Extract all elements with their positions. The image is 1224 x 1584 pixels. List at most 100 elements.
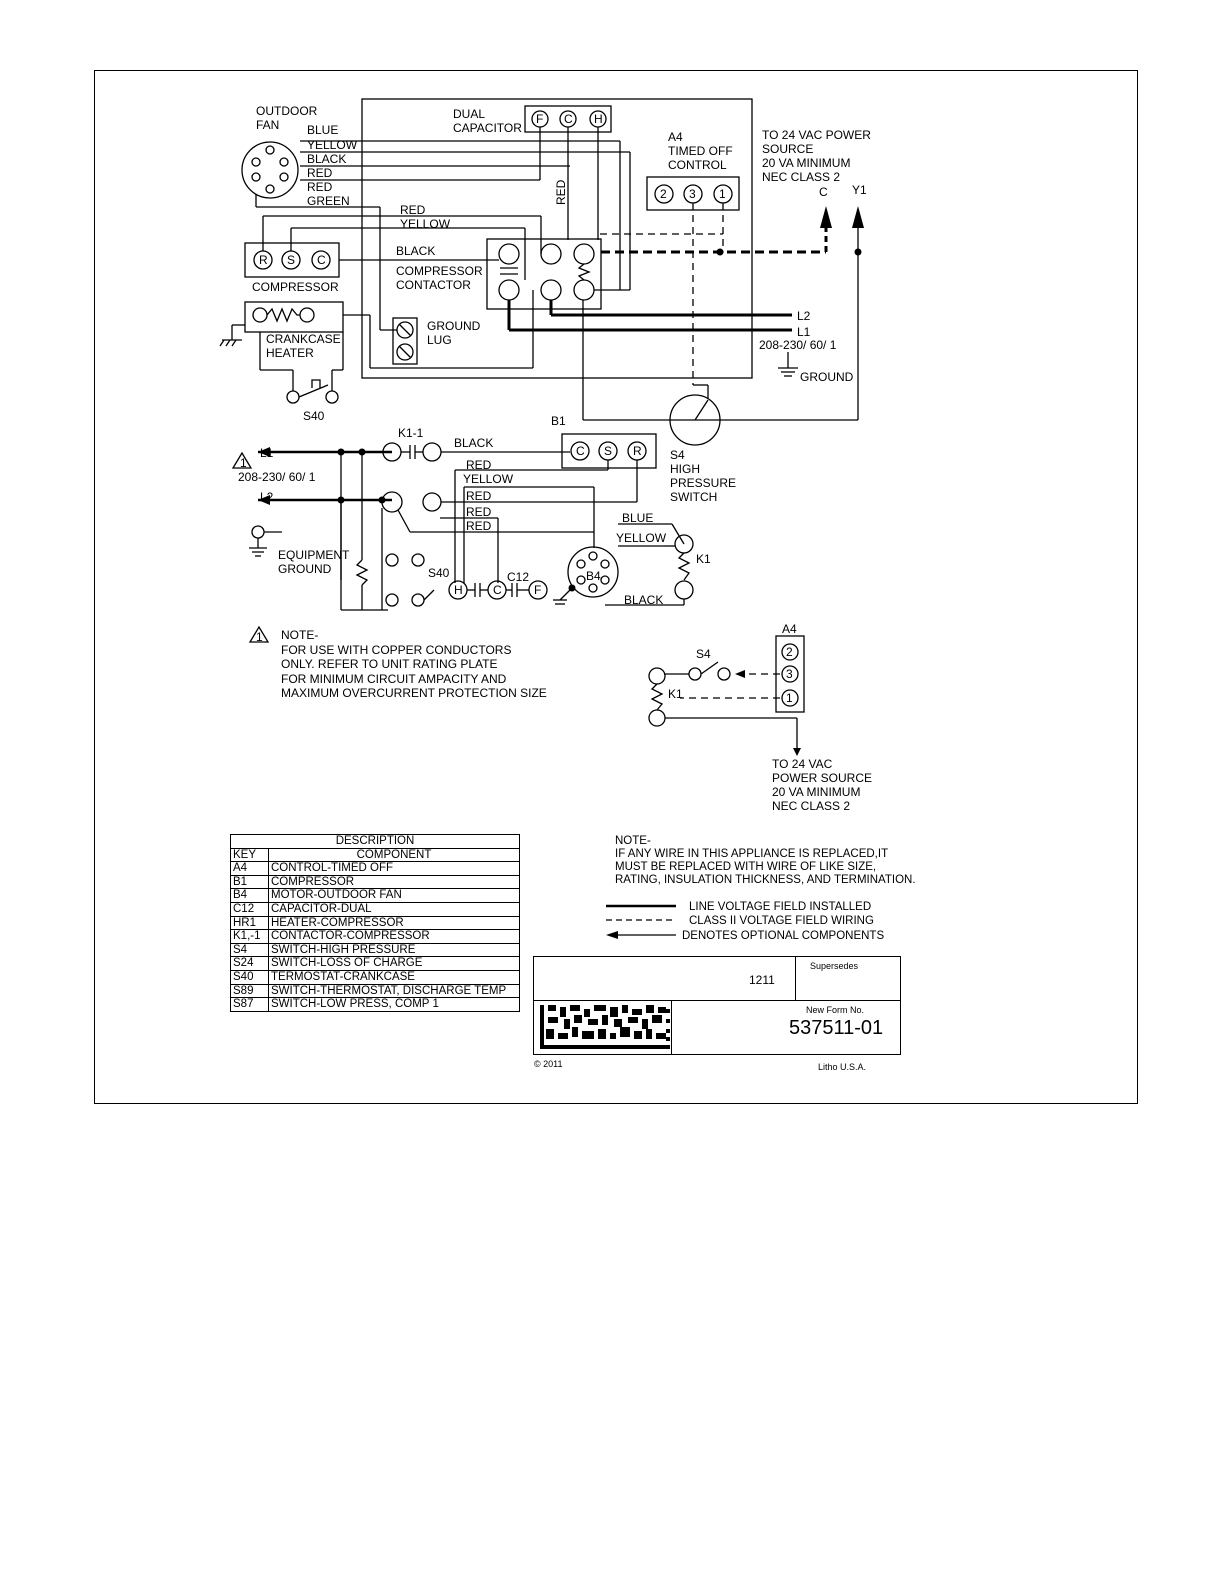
- copyright: © 2011: [534, 1059, 563, 1069]
- table-header-key: KEY: [230, 847, 269, 863]
- b1-label: B1: [551, 414, 566, 428]
- table-title: DESCRIPTION: [230, 834, 520, 849]
- k1-label: K1: [696, 552, 711, 566]
- table-header-component: COMPONENT: [268, 847, 520, 863]
- b1-terminal-r: R: [633, 444, 642, 458]
- table-cell-component: SWITCH-HIGH PRESSURE: [268, 942, 520, 958]
- wire-replacement-note: NOTE- IF ANY WIRE IN THIS APPLIANCE IS R…: [615, 835, 916, 887]
- a4-terminal-3: 3: [689, 187, 696, 201]
- unit-enclosure: [361, 98, 753, 379]
- wire-label-yellow: YELLOW: [307, 138, 358, 152]
- wire-label-yellow-2: YELLOW: [400, 217, 451, 231]
- table-cell-key: C12: [230, 901, 269, 917]
- wire-label-red-4: RED: [466, 458, 492, 472]
- outdoor-fan-label: OUTDOOR FAN: [256, 104, 318, 132]
- contactor-box: [486, 238, 602, 310]
- wire-label-blue-2: BLUE: [622, 511, 654, 525]
- a4-terminal-1: 1: [719, 187, 726, 201]
- note2-line: MUST BE REPLACED WITH WIRE OF LIKE SIZE,: [615, 861, 877, 873]
- table-cell-key: S40: [230, 969, 269, 985]
- k1-lower-label: K1: [668, 687, 683, 701]
- new-form-label: New Form No.: [806, 1005, 865, 1015]
- comp-terminal-c: C: [317, 253, 326, 267]
- note1-title: NOTE-: [281, 628, 319, 642]
- voltage-label-top: 208-230/ 60/ 1: [759, 338, 837, 352]
- table-cell-component: CONTACTOR-COMPRESSOR: [268, 929, 520, 944]
- title-block: 1211 Supersedes New Form No. 537511-01: [533, 956, 901, 1055]
- a4-small-terminal-1: 1: [786, 691, 793, 705]
- litho-label: Litho U.S.A.: [818, 1062, 867, 1072]
- cap-terminal-c: C: [564, 112, 573, 126]
- c12-label: C12: [507, 570, 530, 584]
- legend-dashed-label: CLASS II VOLTAGE FIELD WIRING: [689, 915, 874, 927]
- wire-label-black-4: BLACK: [624, 593, 664, 607]
- note2-title: NOTE-: [615, 835, 651, 847]
- table-cell-key: B1: [230, 874, 269, 890]
- c12-terminal-f: F: [534, 583, 541, 597]
- title-block-divider: [795, 957, 796, 1000]
- table-cell-key: S89: [230, 983, 269, 999]
- wire-label-black-2: BLACK: [396, 244, 436, 258]
- table-cell-component: MOTOR-OUTDOOR FAN: [268, 888, 520, 903]
- cap-terminal-f: F: [536, 112, 543, 126]
- table-cell-key: S4: [230, 942, 269, 958]
- table-cell-key: HR1: [230, 915, 269, 931]
- table-cell-component: COMPRESSOR: [268, 874, 520, 890]
- s40-label-top: S40: [303, 409, 325, 423]
- wire-label-green: GREEN: [307, 194, 350, 208]
- l2-label-bottom: L2: [260, 490, 274, 504]
- wire-label-yellow-4: YELLOW: [616, 531, 667, 545]
- copyright-year: 2011: [543, 1059, 563, 1069]
- cap-terminal-h: H: [594, 112, 603, 126]
- note1-line: MAXIMUM OVERCURRENT PROTECTION SIZE: [281, 686, 547, 700]
- wire-label-black: BLACK: [307, 152, 347, 166]
- wire-label-blue: BLUE: [307, 123, 339, 137]
- table-cell-component: CAPACITOR-DUAL: [268, 901, 520, 917]
- note2-line: IF ANY WIRE IN THIS APPLIANCE IS REPLACE…: [615, 848, 889, 860]
- comp-terminal-r: R: [259, 253, 268, 267]
- l1-label-bottom: L1: [260, 446, 274, 460]
- s4-lower-label: S4: [696, 647, 711, 661]
- supersedes-label: Supersedes: [810, 961, 859, 971]
- date-code: 1211: [749, 973, 775, 987]
- c12-terminal-h: H: [454, 583, 463, 597]
- terminal-c-label: C: [819, 185, 828, 199]
- table-cell-key: S87: [230, 997, 269, 1012]
- note2-line: RATING, INSULATION THICKNESS, AND TERMIN…: [615, 874, 916, 886]
- table-cell-component: SWITCH-THERMOSTAT, DISCHARGE TEMP: [268, 983, 520, 999]
- power-source-top-label: TO 24 VAC POWER SOURCE 20 VA MINIMUM NEC…: [762, 128, 871, 184]
- a4-timed-off-label: A4 TIMED OFF CONTROL: [668, 130, 733, 172]
- datamatrix-barcode: [540, 1005, 670, 1049]
- b1-compressor-box: [561, 433, 657, 469]
- crankcase-heater-label: CRANKCASE HEATER: [266, 332, 341, 360]
- diagram-frame: [94, 70, 1138, 1104]
- table-cell-key: A4: [230, 861, 269, 876]
- wire-label-black-3: BLACK: [454, 436, 494, 450]
- wire-label-red-vertical: RED: [554, 179, 568, 205]
- table-cell-component: SWITCH-LOSS OF CHARGE: [268, 956, 520, 971]
- title-block-divider: [671, 1000, 672, 1054]
- wire-label-red-2: RED: [307, 180, 333, 194]
- c12-terminal-c: C: [493, 583, 502, 597]
- a4-small-terminal-2: 2: [786, 645, 793, 659]
- wire-label-red-3: RED: [400, 203, 426, 217]
- b1-terminal-s: S: [604, 444, 612, 458]
- warning-number-1: 1: [240, 456, 247, 470]
- b1-terminal-c: C: [576, 444, 585, 458]
- table-cell-key: B4: [230, 888, 269, 903]
- a4-terminal-2: 2: [660, 187, 667, 201]
- ground-label: GROUND: [800, 370, 854, 384]
- k1-1-label: K1-1: [398, 426, 424, 440]
- table-cell-component: TERMOSTAT-CRANKCASE: [268, 969, 520, 985]
- b4-label: B4: [586, 569, 601, 583]
- s40-label-bottom: S40: [428, 566, 450, 580]
